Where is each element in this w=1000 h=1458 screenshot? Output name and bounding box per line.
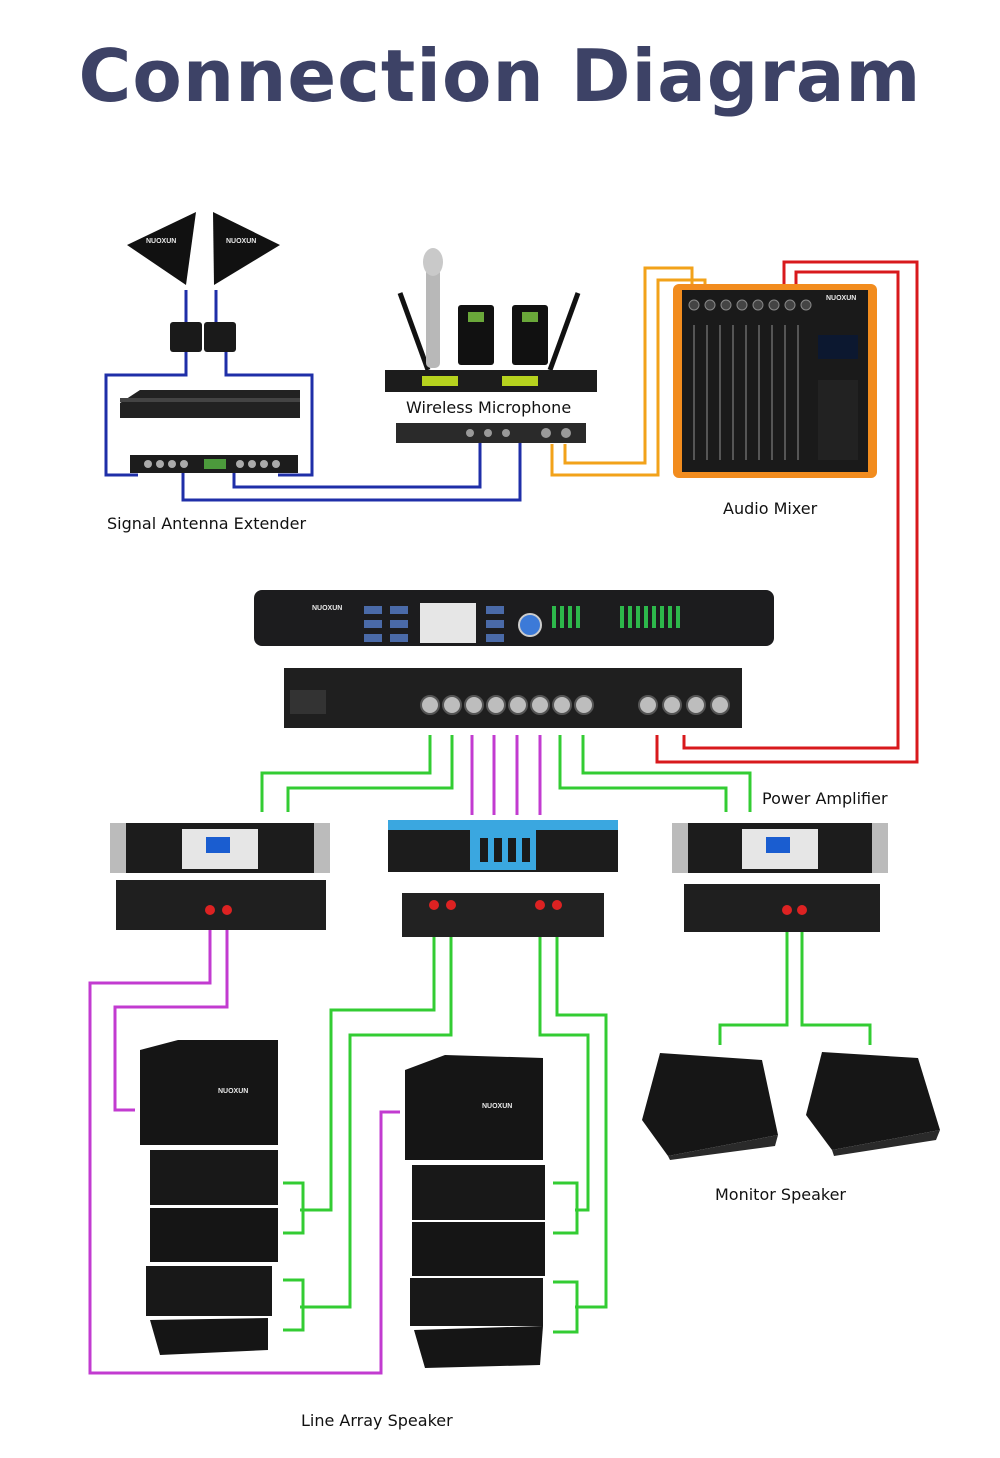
- antenna-extender-device: [120, 390, 300, 473]
- left-array-cable-outer: [88, 920, 400, 1375]
- rf-cable-splitter-left: [104, 352, 188, 477]
- monitor-right: [806, 1052, 940, 1150]
- extender-front: [120, 390, 300, 418]
- label-line-array-speaker: Line Array Speaker: [301, 1411, 453, 1430]
- page-title: Connection Diagram: [78, 34, 922, 118]
- antenna-booster-left: [170, 322, 202, 352]
- antenna-pair: NUOXUN NUOXUN: [127, 212, 280, 352]
- rf-cable-extender-to-receiver-b: [232, 440, 482, 489]
- handheld-mic: [426, 268, 440, 368]
- mid-cable-2b: [283, 1278, 305, 1332]
- processor-front: [254, 590, 774, 646]
- power-amplifier-left: [110, 823, 330, 930]
- monitor-cable-right: [800, 920, 872, 1045]
- left-array-cable-inner: [113, 920, 229, 1112]
- processor-logo: NUOXUN: [312, 605, 342, 612]
- line-array-left-logo: NUOXUN: [218, 1088, 248, 1095]
- antenna-right-logo: NUOXUN: [226, 238, 256, 245]
- processor-knob: [518, 613, 542, 637]
- processor-output-cables: [260, 735, 752, 815]
- label-monitor-speaker: Monitor Speaker: [715, 1185, 846, 1204]
- mic-receiver-front: [385, 370, 597, 392]
- monitor-cable-left: [718, 920, 789, 1045]
- mixer-out-cable-b: [682, 270, 900, 750]
- audio-mixer-device: NUOXUN: [673, 284, 877, 478]
- line-array-right-logo: NUOXUN: [482, 1103, 512, 1110]
- proc-out-green-3: [558, 735, 728, 812]
- antenna-right: [213, 212, 280, 285]
- label-wireless-microphone: Wireless Microphone: [406, 398, 572, 417]
- proc-out-green-1: [260, 735, 432, 812]
- power-amplifier-middle: [388, 820, 618, 937]
- bodypack-1: [458, 305, 494, 365]
- label-signal-antenna-extender: Signal Antenna Extender: [107, 514, 307, 533]
- power-amplifier-right: [672, 823, 888, 932]
- label-power-amplifier: Power Amplifier: [762, 789, 888, 808]
- antenna-left: [127, 212, 196, 285]
- line-array-left: NUOXUN: [140, 1040, 278, 1355]
- proc-out-green-2: [286, 735, 454, 812]
- line-array-right: NUOXUN: [405, 1055, 545, 1368]
- audio-processor-device: NUOXUN: [254, 590, 774, 728]
- speaker-cables: [88, 905, 872, 1375]
- bodypack-2: [512, 305, 548, 365]
- rf-cables: [104, 290, 522, 502]
- mic-cable-b: [563, 266, 694, 465]
- monitor-speakers: [642, 1052, 940, 1160]
- processor-screen: [420, 603, 476, 643]
- mixer-out-cable-a: [655, 260, 919, 764]
- mid-cable-1: [300, 905, 436, 1212]
- mid-cable-4b: [553, 1280, 579, 1334]
- mixer-output-cables: [655, 260, 919, 764]
- mixer-logo: NUOXUN: [826, 295, 856, 302]
- mic-audio-cables: [550, 266, 707, 477]
- antenna-booster-right: [204, 322, 236, 352]
- mid-cable-3b: [553, 1181, 579, 1235]
- label-audio-mixer: Audio Mixer: [723, 499, 818, 518]
- mid-cable-3: [538, 905, 590, 1212]
- mic-cable-a: [550, 278, 707, 477]
- antenna-left-logo: NUOXUN: [146, 238, 176, 245]
- mid-cable-1b: [283, 1181, 305, 1235]
- rf-cable-extender-to-receiver-a: [181, 440, 522, 502]
- mid-cable-2: [300, 905, 453, 1309]
- wireless-microphone-device: [385, 248, 597, 443]
- proc-out-green-4: [581, 735, 752, 812]
- rf-cable-splitter-right: [224, 352, 314, 477]
- monitor-left: [642, 1053, 778, 1156]
- mid-cable-4: [555, 905, 608, 1309]
